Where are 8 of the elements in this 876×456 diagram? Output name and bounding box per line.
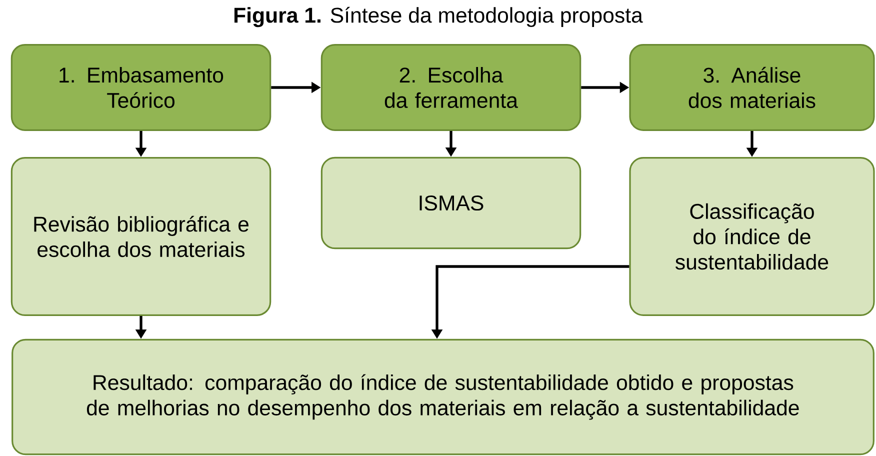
process-box: Classificação do índice de sustentabilidade bbox=[629, 157, 875, 316]
step-box: 2. Escolha da ferramenta bbox=[320, 44, 582, 131]
result-box: Resultado: comparação do índice de sustentabilidade obtido e propostas de melhorias no desempenho dos materiais em relação a sustentabilidade bbox=[12, 338, 874, 456]
process-box: Revisão bibliográfica e escolha dos materiais bbox=[10, 157, 272, 316]
process-box: ISMAS bbox=[320, 156, 582, 250]
step-box: 1. Embasamento Teórico bbox=[10, 44, 272, 131]
figure-title: Figura 1. Síntese da metodologia proposta bbox=[234, 6, 643, 28]
step-box: 3. Análise dos materiais bbox=[629, 44, 875, 131]
